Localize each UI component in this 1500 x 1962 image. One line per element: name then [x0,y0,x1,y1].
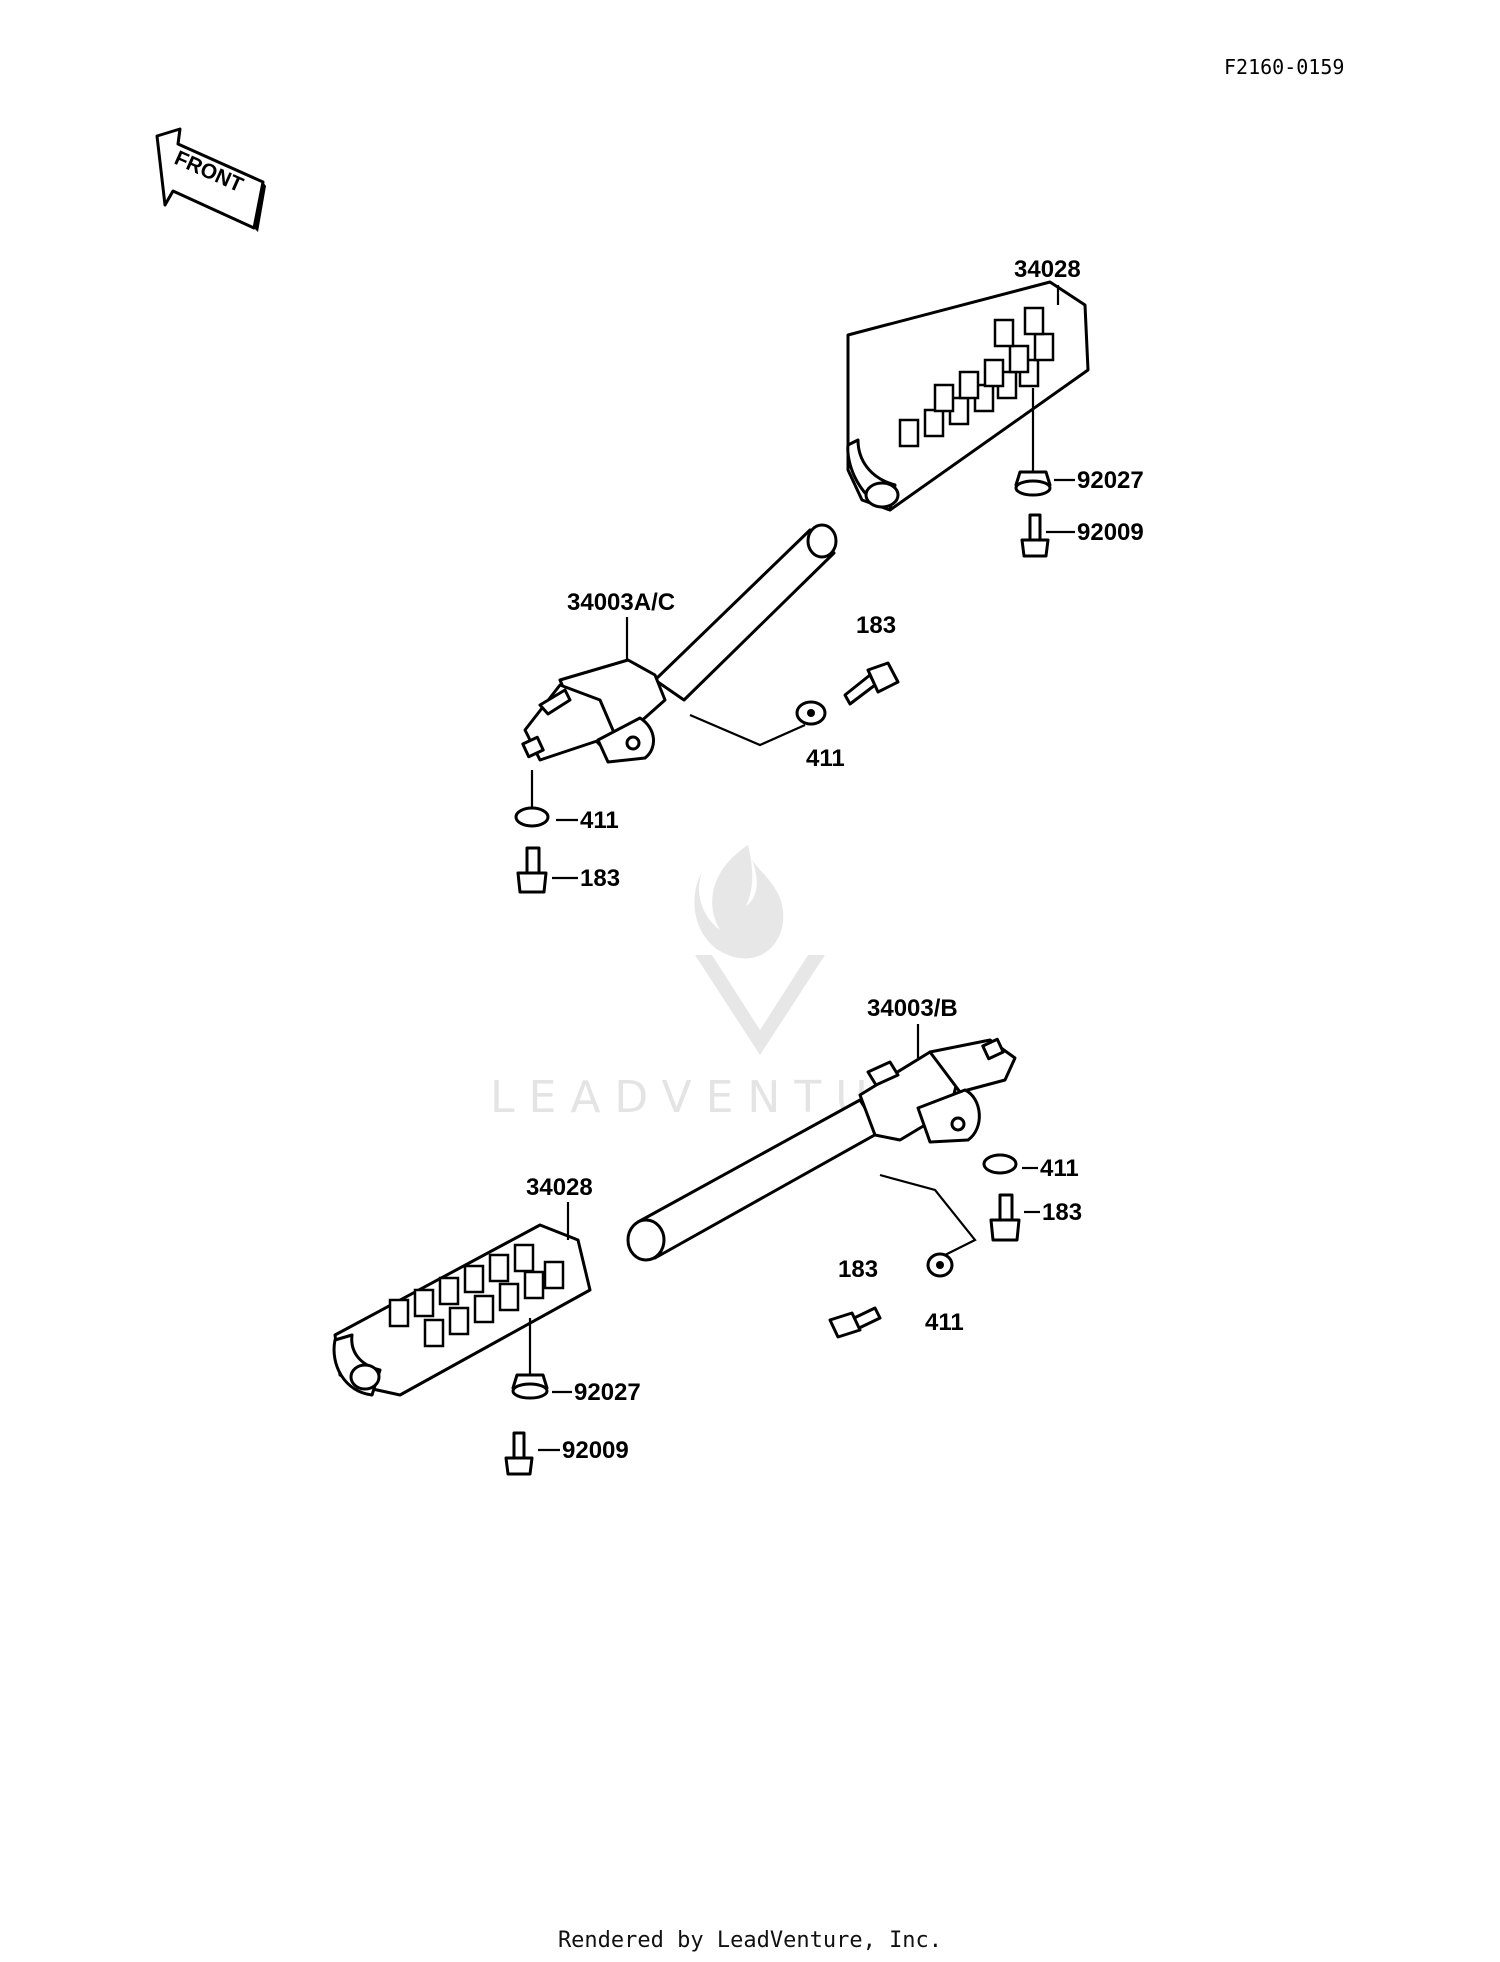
lower-washer-left-411 [926,1252,954,1278]
callout-183-upper-bottom: 183 [580,865,620,892]
diagram-code: F2160-0159 [1224,55,1344,79]
callout-92027-lower: 92027 [574,1379,641,1406]
lower-footpeg-rubber [332,1223,592,1397]
watermark-flame-icon [694,845,825,1055]
callout-92009-lower: 92009 [562,1437,629,1464]
upper-bolt-right-183 [843,661,900,706]
lower-washer-top-411 [982,1153,1018,1175]
callout-92009-upper: 92009 [1077,519,1144,546]
upper-washer-right-411 [795,700,827,726]
callout-411-upper-right: 411 [806,745,845,772]
callout-92027-upper: 92027 [1077,467,1144,494]
lower-washer-92027 [511,1373,549,1400]
upper-bolt-bottom-183 [516,846,548,894]
lower-footpeg-bracket [626,1037,1017,1262]
callout-183-upper-right: 183 [856,612,896,639]
upper-washer-92027 [1014,470,1052,497]
lower-bolt-left-183 [828,1306,882,1339]
front-arrow: FRONT [155,127,266,232]
callout-411-lower-left: 411 [925,1309,964,1336]
upper-screw-92009 [1020,513,1050,558]
callout-34028-upper: 34028 [1014,256,1081,283]
upper-washer-bottom-411 [514,806,550,828]
callout-411-upper-bottom: 411 [580,807,619,834]
callout-183-lower-top: 183 [1042,1199,1082,1226]
footer-credit: Rendered by LeadVenture, Inc. [557,1928,943,1953]
lower-bolt-top-183 [989,1193,1021,1242]
lower-screw-92009 [504,1431,534,1476]
callout-34003B: 34003/B [867,995,958,1022]
callout-411-lower-top: 411 [1040,1155,1079,1182]
callout-34003AC: 34003A/C [567,589,675,616]
callout-34028-lower: 34028 [526,1174,593,1201]
upper-footpeg-rubber [846,280,1090,512]
upper-footpeg-bracket [521,523,838,764]
callout-183-lower-left: 183 [838,1256,878,1283]
